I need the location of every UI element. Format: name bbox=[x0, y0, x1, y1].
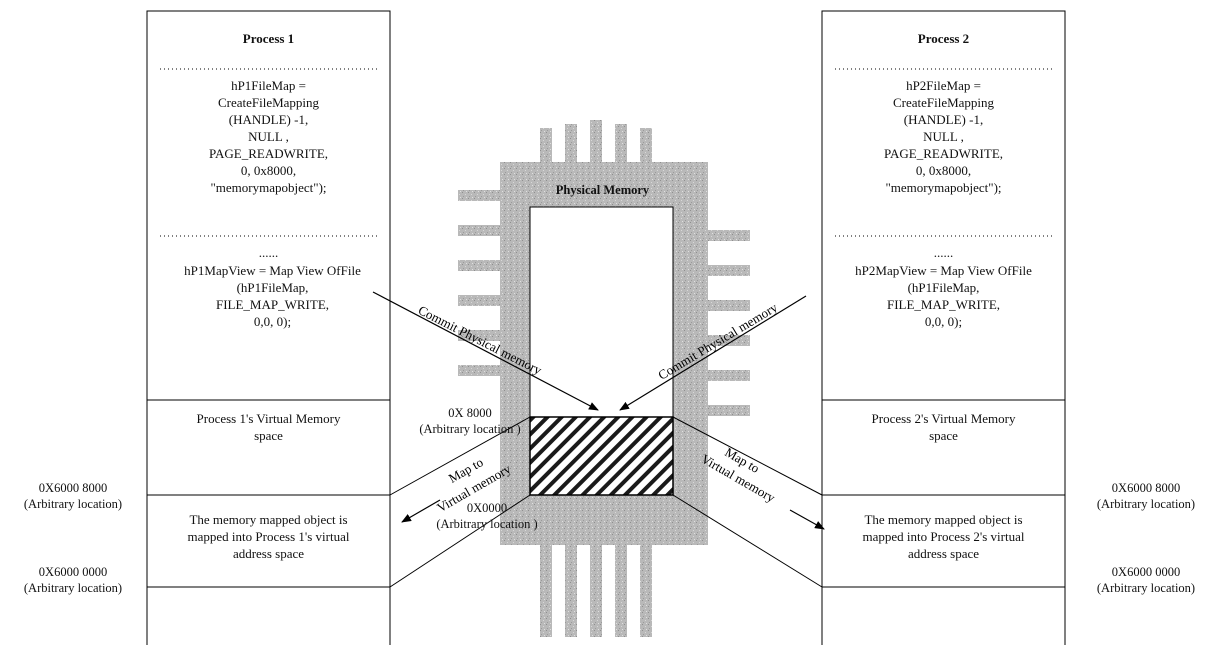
physical-memory-chip bbox=[458, 120, 750, 637]
code-line: PAGE_READWRITE, bbox=[208, 146, 329, 161]
process2-create-code: hP2FileMap = CreateFileMapping (HANDLE) … bbox=[822, 77, 1065, 196]
code-line: "memorymapobject"); bbox=[885, 180, 1002, 195]
code-line: FILE_MAP_WRITE, bbox=[886, 297, 1001, 312]
commit-arrow-right bbox=[619, 295, 807, 411]
vm-label-line: Process 2's Virtual Memory bbox=[871, 411, 1016, 426]
address-note: (Arbitrary location) bbox=[23, 497, 123, 511]
right-upper-address: 0X6000 8000 (Arbitrary location) bbox=[1075, 480, 1217, 512]
code-line: hP1FileMap = bbox=[231, 78, 306, 93]
process2-ellipsis: ...... bbox=[933, 245, 954, 260]
code-line: 0, 0x8000, bbox=[240, 163, 297, 178]
mapped-line: mapped into Process 1's virtual bbox=[187, 529, 350, 544]
mapped-line: address space bbox=[907, 546, 980, 561]
address-note: (Arbitrary location) bbox=[1096, 581, 1196, 595]
code-line: (HANDLE) -1, bbox=[228, 112, 309, 127]
address-note: (Arbitrary location ) bbox=[419, 422, 521, 436]
process2-column bbox=[821, 10, 1066, 645]
process2-view-code: hP2MapView = Map View OfFile (hP1FileMap… bbox=[822, 262, 1065, 330]
process1-vm-label: Process 1's Virtual Memory space bbox=[147, 410, 390, 444]
code-line: hP2MapView = Map View OfFile bbox=[855, 263, 1032, 278]
vm-label-line: space bbox=[254, 428, 283, 443]
address-note: (Arbitrary location) bbox=[23, 581, 123, 595]
code-line: CreateFileMapping bbox=[217, 95, 320, 110]
code-line: PAGE_READWRITE, bbox=[883, 146, 1004, 161]
map-arrow-left bbox=[401, 499, 441, 523]
code-line: 0, 0x8000, bbox=[915, 163, 972, 178]
mapped-line: mapped into Process 2's virtual bbox=[862, 529, 1025, 544]
vm-label-line: space bbox=[929, 428, 958, 443]
commit-arrow-left bbox=[372, 291, 599, 411]
process2-vm-label: Process 2's Virtual Memory space bbox=[822, 410, 1065, 444]
code-line: CreateFileMapping bbox=[892, 95, 995, 110]
address-value: 0X6000 0000 bbox=[1111, 565, 1181, 579]
mapped-line: The memory mapped object is bbox=[864, 512, 1023, 527]
code-line: hP1MapView = Map View OfFile bbox=[184, 263, 361, 278]
code-line: (hP1FileMap, bbox=[907, 280, 980, 295]
mapped-line: address space bbox=[232, 546, 305, 561]
code-line: FILE_MAP_WRITE, bbox=[215, 297, 330, 312]
process1-column bbox=[146, 10, 391, 645]
process2-mapped-object: The memory mapped object is mapped into … bbox=[822, 511, 1065, 562]
physical-top-address: 0X 8000 (Arbitrary location ) bbox=[405, 405, 535, 437]
process1-view-code: hP1MapView = Map View OfFile (hP1FileMap… bbox=[155, 262, 390, 330]
map-arrow-right bbox=[789, 509, 825, 530]
left-lower-address: 0X6000 0000 (Arbitrary location) bbox=[0, 564, 146, 596]
code-line: 0,0, 0); bbox=[253, 314, 292, 329]
physical-memory-label: Physical Memory bbox=[555, 183, 650, 197]
physical-bottom-address: 0X0000 (Arbitrary location ) bbox=[412, 500, 562, 532]
code-line: NULL , bbox=[248, 129, 289, 144]
map-band-left bbox=[389, 416, 531, 588]
code-line: NULL , bbox=[923, 129, 964, 144]
map-band-right bbox=[672, 416, 823, 588]
address-note: (Arbitrary location ) bbox=[436, 517, 538, 531]
process1-title: Process 1 bbox=[242, 31, 295, 46]
process1-ellipsis: ...... bbox=[258, 245, 279, 260]
vm-label-line: Process 1's Virtual Memory bbox=[196, 411, 341, 426]
process1-mapped-object: The memory mapped object is mapped into … bbox=[147, 511, 390, 562]
code-line: (HANDLE) -1, bbox=[903, 112, 984, 127]
address-note: (Arbitrary location) bbox=[1096, 497, 1196, 511]
address-value: 0X6000 8000 bbox=[1111, 481, 1181, 495]
left-upper-address: 0X6000 8000 (Arbitrary location) bbox=[0, 480, 146, 512]
mapped-line: The memory mapped object is bbox=[189, 512, 348, 527]
process2-title: Process 2 bbox=[917, 31, 970, 46]
address-value: 0X0000 bbox=[466, 501, 508, 515]
process1-create-code: hP1FileMap = CreateFileMapping (HANDLE) … bbox=[147, 77, 390, 196]
address-value: 0X6000 0000 bbox=[38, 565, 108, 579]
address-value: 0X6000 8000 bbox=[38, 481, 108, 495]
code-line: "memorymapobject"); bbox=[210, 180, 327, 195]
right-lower-address: 0X6000 0000 (Arbitrary location) bbox=[1075, 564, 1217, 596]
code-line: 0,0, 0); bbox=[924, 314, 963, 329]
address-value: 0X 8000 bbox=[448, 406, 492, 420]
code-line: hP2FileMap = bbox=[906, 78, 981, 93]
code-line: (hP1FileMap, bbox=[236, 280, 309, 295]
